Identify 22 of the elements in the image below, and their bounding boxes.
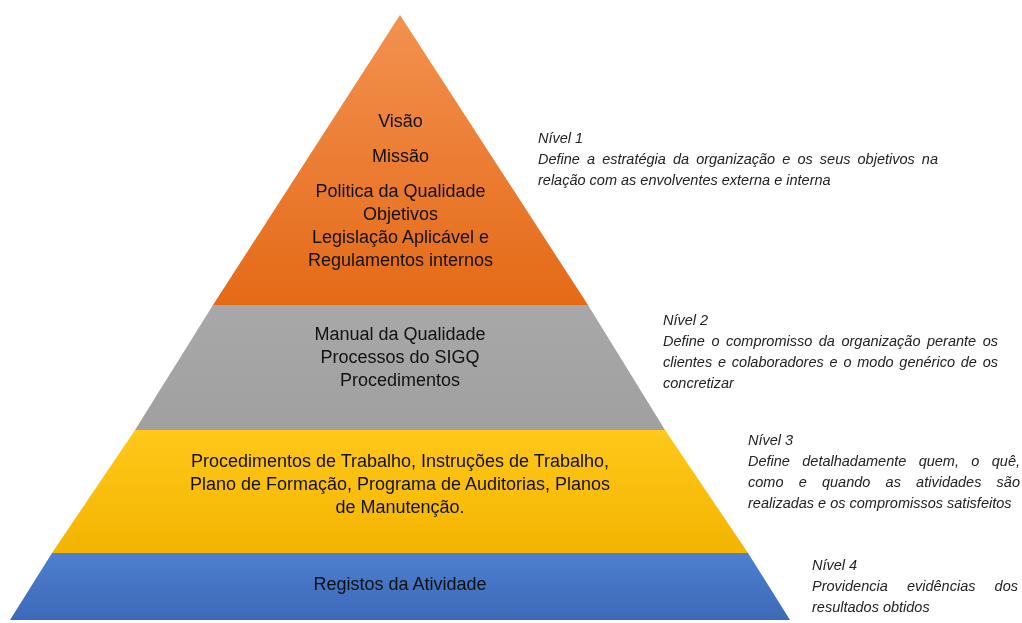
level-description: Define o compromisso da organização perante os clientes e colaboradores e o modo genérico de os concretizar xyxy=(663,332,998,393)
level-description: Providencia evidências dos resultados obtidos xyxy=(812,577,1018,617)
pyramid-top-triangle xyxy=(213,15,588,305)
level-item-text: Processos do SIGQ xyxy=(320,346,480,369)
level-description: Define a estratégia da organização e os seus objetivos na relação com as envolventes externa e interna xyxy=(538,150,938,190)
level-heading: Nível 3 xyxy=(748,431,795,450)
level-label: Registos da Atividade xyxy=(313,573,487,596)
level-item-text: Legislação Aplicável e Regulamentos internos xyxy=(306,226,495,272)
pyramid-level-band xyxy=(52,430,748,553)
level-item-text: Visão xyxy=(378,110,423,133)
pyramid-level-band xyxy=(135,305,665,430)
level-item-text: Procedimentos de Trabalho, Instruções de Trabalho, Plano de Formação, Programa de Auditorias, Planos de Manutenção. xyxy=(188,450,612,519)
level-item-text: Missão xyxy=(372,145,429,168)
level-heading: Nível 4 xyxy=(812,556,859,575)
level-item-text: Politica da Qualidade xyxy=(315,180,486,203)
level-description: Define detalhadamente quem, o quê, como e quando as atividades são realizadas e os compromissos satisfeitos xyxy=(748,452,1020,513)
level-item-text: Objetivos xyxy=(362,203,438,226)
level-item-text: Manual da Qualidade xyxy=(314,323,486,346)
level-heading: Nível 1 xyxy=(538,129,585,148)
pyramid-level-band xyxy=(10,553,790,620)
level-heading: Nível 2 xyxy=(663,311,710,330)
level-item-text: Procedimentos xyxy=(339,369,461,392)
